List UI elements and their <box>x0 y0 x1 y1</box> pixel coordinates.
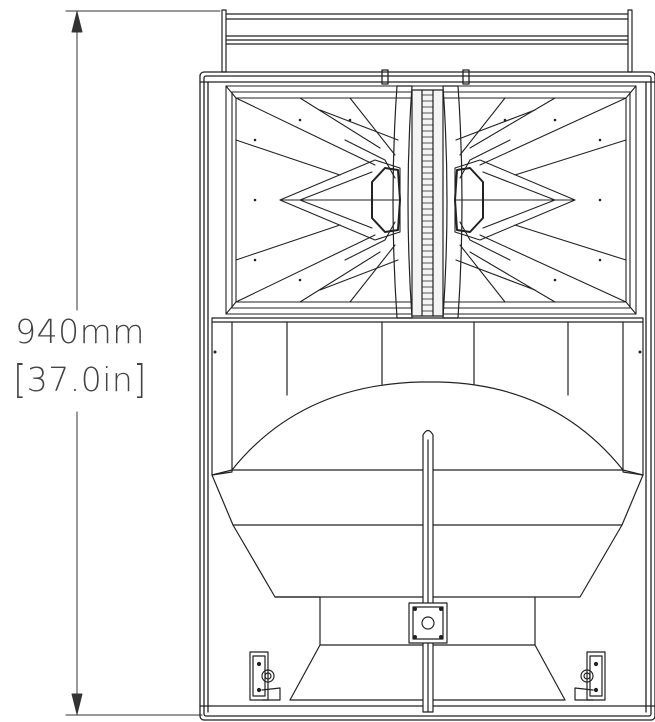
height-dimension-imperial: [37.0in] <box>0 356 160 403</box>
hf-center-column <box>392 85 463 319</box>
top-handle-frame <box>221 9 633 73</box>
bracket-close: ] <box>133 356 147 403</box>
center-rod <box>422 429 434 713</box>
hf-horn <box>225 85 637 315</box>
left-bracket <box>249 651 281 701</box>
bracket-open: [ <box>13 356 27 403</box>
screw-dots <box>213 118 642 354</box>
right-bracket <box>574 651 606 701</box>
height-dimension-metric: 940mm <box>0 312 160 352</box>
imperial-value: 37.0in <box>26 360 134 399</box>
mounting-plate <box>408 602 448 644</box>
metric-value: 940mm <box>15 312 145 351</box>
height-dimension-line <box>65 10 221 716</box>
